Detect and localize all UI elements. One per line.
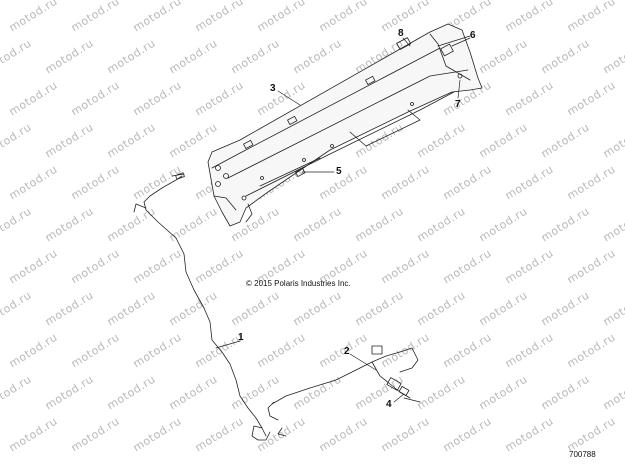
callout-4: 4 [386, 399, 392, 410]
copyright-notice: © 2015 Polaris Industries Inc. [246, 279, 351, 288]
callout-6: 6 [470, 30, 476, 41]
harness-1 [133, 172, 271, 441]
leader-lines [215, 37, 471, 403]
callout-2: 2 [344, 346, 350, 357]
figure-number: 700788 [569, 450, 596, 459]
callout-3: 3 [270, 83, 276, 94]
callout-7: 7 [455, 99, 461, 110]
callout-8: 8 [398, 28, 404, 39]
panel-assembly [207, 23, 483, 227]
callout-1: 1 [238, 332, 244, 343]
harness-2 [267, 345, 421, 437]
callout-5: 5 [336, 166, 342, 177]
